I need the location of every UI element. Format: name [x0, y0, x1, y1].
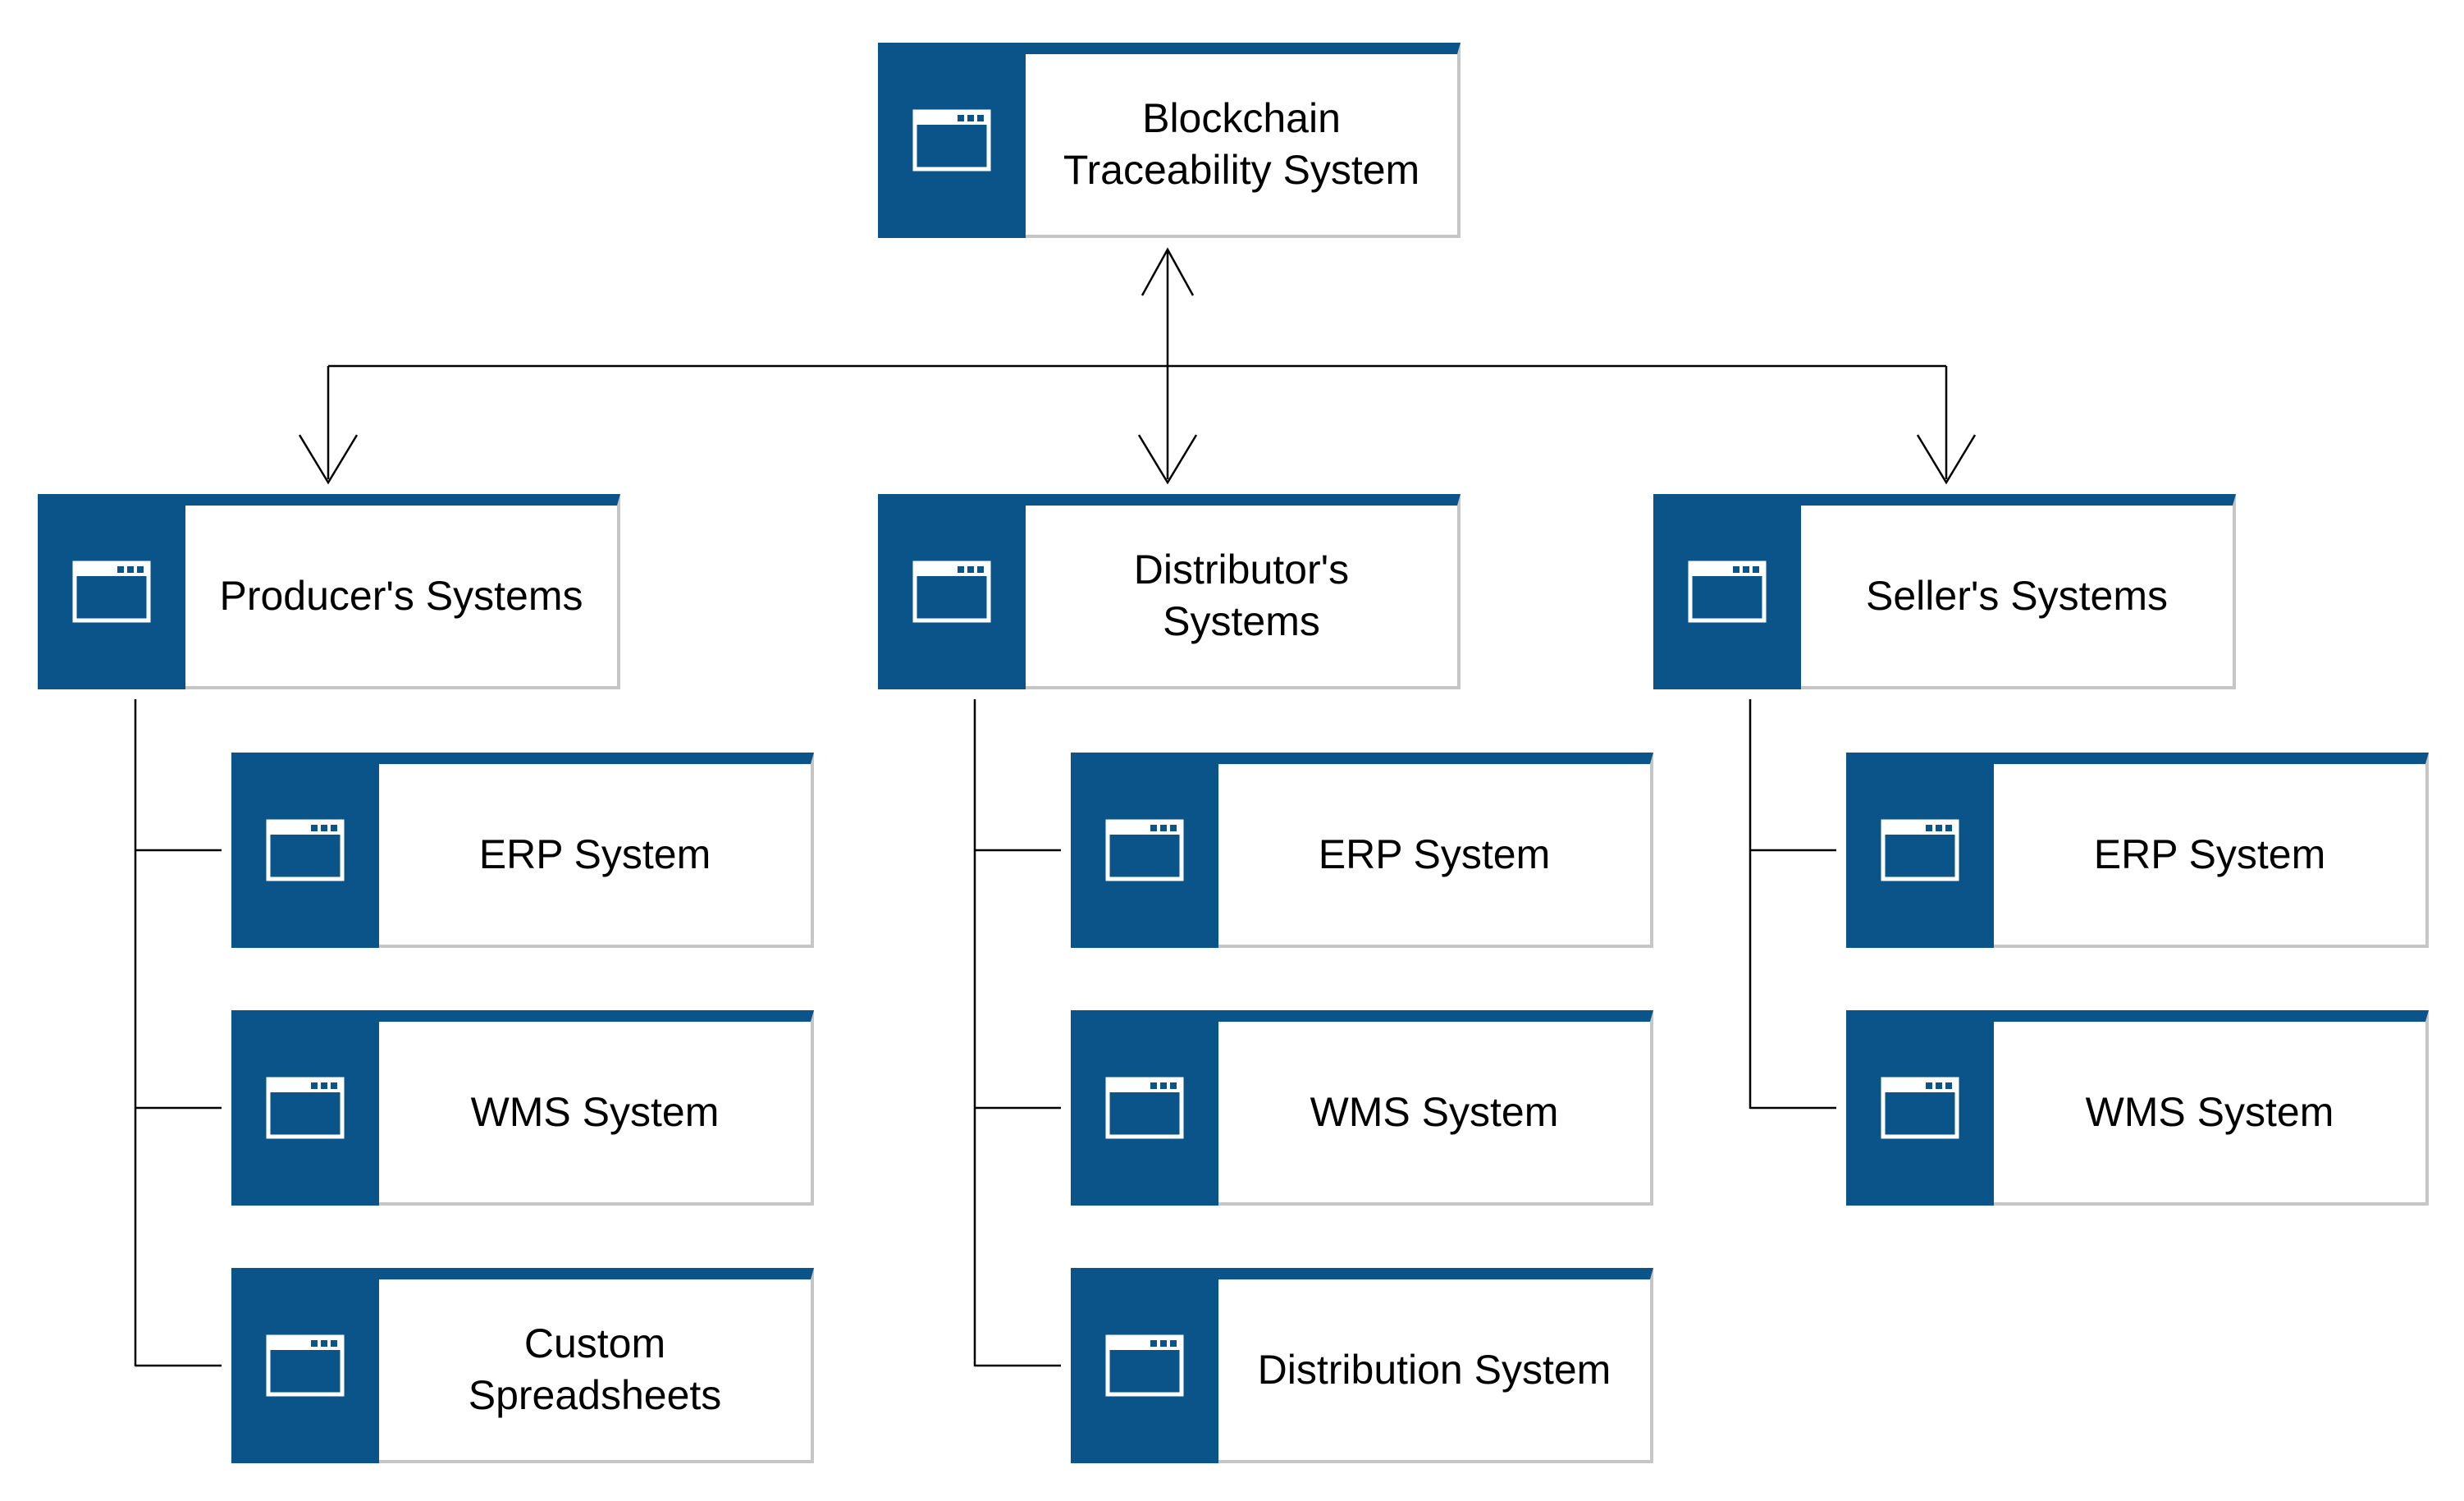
producer-child-wms-system[interactable]: WMS System [231, 1010, 814, 1206]
application-window-icon [1688, 561, 1767, 623]
application-window-icon [266, 1334, 345, 1397]
application-window-icon [266, 819, 345, 881]
producer-child-custom-spreadsheets[interactable]: Custom Spreadsheets [231, 1268, 814, 1463]
distributor-icon-panel [878, 494, 1026, 689]
child-icon-panel [1071, 1010, 1218, 1206]
producer-arrowhead-icon [298, 434, 359, 485]
child-node-label: ERP System [478, 831, 711, 877]
application-window-icon [266, 1077, 345, 1139]
root-node-label: Blockchain Traceability System [1063, 95, 1420, 193]
distributor-node-label: Distributor's Systems [1133, 547, 1350, 644]
seller-child-erp-system[interactable]: ERP System [1846, 753, 2429, 948]
seller-child-wms-system[interactable]: WMS System [1846, 1010, 2429, 1206]
child-node-label: ERP System [2093, 831, 2326, 877]
distributor-child-wms-system[interactable]: WMS System [1071, 1010, 1653, 1206]
application-window-icon [1105, 1077, 1184, 1139]
child-icon-panel [1071, 753, 1218, 948]
application-window-icon [1105, 819, 1184, 881]
child-icon-panel [231, 753, 379, 948]
application-window-icon [1881, 819, 1959, 881]
root-arrowhead-icon [1141, 247, 1195, 296]
distributor-arrowhead-icon [1137, 434, 1198, 485]
application-window-icon [912, 561, 991, 623]
child-node-label: Distribution System [1257, 1346, 1611, 1393]
producer-child-erp-system[interactable]: ERP System [231, 753, 814, 948]
root-node-blockchain-traceability[interactable]: Blockchain Traceability System [878, 43, 1461, 238]
producer-node-label: Producer's Systems [219, 572, 583, 619]
seller-node-label: Seller's Systems [1866, 572, 2168, 619]
child-node-label: ERP System [1318, 831, 1551, 877]
child-node-label: WMS System [2085, 1088, 2334, 1135]
root-icon-panel [878, 43, 1026, 238]
seller-icon-panel [1653, 494, 1801, 689]
application-window-icon [1105, 1334, 1184, 1397]
child-node-label: Custom Spreadsheets [468, 1320, 722, 1418]
group-node-distributor[interactable]: Distributor's Systems [878, 494, 1461, 689]
child-icon-panel [231, 1268, 379, 1463]
child-icon-panel [1846, 1010, 1994, 1206]
application-window-icon [912, 109, 991, 172]
distributor-child-distribution-system[interactable]: Distribution System [1071, 1268, 1653, 1463]
group-node-producer[interactable]: Producer's Systems [38, 494, 620, 689]
application-window-icon [1881, 1077, 1959, 1139]
seller-arrowhead-icon [1916, 434, 1977, 485]
child-icon-panel [231, 1010, 379, 1206]
group-node-seller[interactable]: Seller's Systems [1653, 494, 2236, 689]
distributor-child-erp-system[interactable]: ERP System [1071, 753, 1653, 948]
child-node-label: WMS System [470, 1088, 720, 1135]
producer-icon-panel [38, 494, 185, 689]
child-icon-panel [1846, 753, 1994, 948]
child-node-label: WMS System [1310, 1088, 1559, 1135]
child-icon-panel [1071, 1268, 1218, 1463]
application-window-icon [72, 561, 151, 623]
